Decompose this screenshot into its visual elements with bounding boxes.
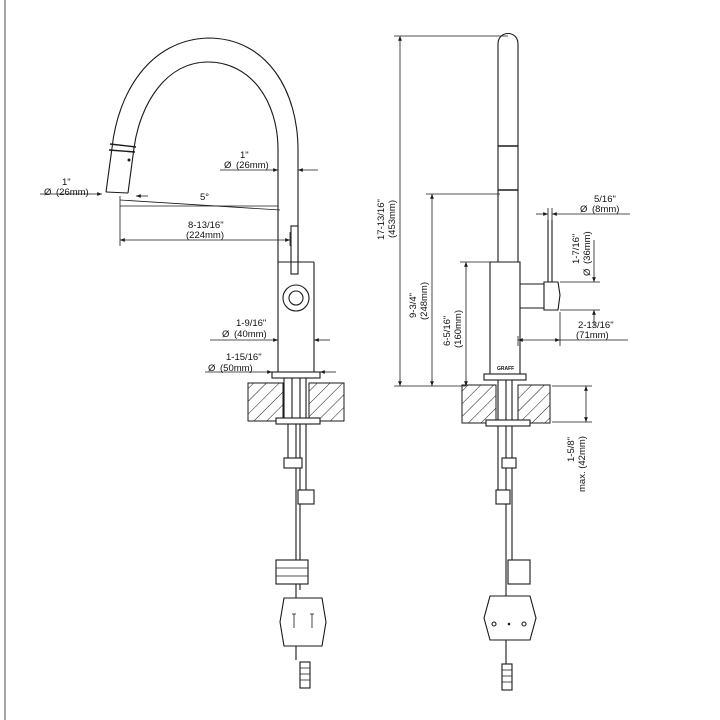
side-weight-dot <box>507 622 511 626</box>
side-bottom-fitting <box>501 663 513 691</box>
side-lever-stem <box>547 220 553 282</box>
side-connector-1 <box>501 457 517 469</box>
front-bottom-fitting <box>299 661 311 689</box>
label-lever-diameter-symbol: Ø <box>582 268 593 276</box>
front-connector-2 <box>297 489 315 505</box>
front-lever-stick <box>290 225 299 275</box>
label-body-height-metric: (160mm) <box>453 310 464 348</box>
front-spray-dot <box>127 158 131 162</box>
side-bottom-threads <box>502 669 512 683</box>
front-weight <box>279 597 327 647</box>
label-tube-diameter-metric: (26mm) <box>236 160 269 171</box>
label-spray-diameter-value: 1" <box>62 177 71 188</box>
label-spout-height-value: 9-3/4" <box>408 293 419 318</box>
side-weight-hole-right <box>521 621 527 627</box>
front-shank <box>283 378 307 420</box>
front-valve-lines <box>276 567 308 577</box>
label-tube-diameter-symbol: Ø <box>224 160 232 171</box>
label-spray-diameter-symbol: Ø <box>44 187 52 198</box>
side-spout <box>497 32 519 262</box>
front-lever-hub-inner <box>288 290 304 306</box>
side-view: GRAFF <box>376 32 630 691</box>
side-base <box>483 373 527 381</box>
label-deck-thickness-value: 1-5/8" <box>566 437 577 462</box>
side-weight-hole-left <box>491 621 497 627</box>
label-total-height-value: 17-13/16" <box>376 199 387 240</box>
label-base-diameter-value: 1-15/16" <box>226 352 262 363</box>
front-deck-right <box>308 382 345 422</box>
front-bottom-threads <box>300 667 310 681</box>
label-body-diameter-metric: (40mm) <box>234 329 267 340</box>
side-body <box>489 261 521 374</box>
front-spout-outer <box>105 37 299 262</box>
label-angle: 5° <box>200 192 209 203</box>
front-base <box>271 371 321 379</box>
label-handle-diameter-symbol: Ø <box>580 204 588 215</box>
label-reach-value: 8-13/16" <box>188 220 224 231</box>
front-spout-inner <box>127 61 279 262</box>
side-weight <box>483 595 537 641</box>
label-handle-diameter-value: 5/16" <box>594 194 616 205</box>
label-base-diameter-metric: (50mm) <box>220 363 253 374</box>
front-view: 1" Ø (26mm) 1" Ø (26mm) 5° 8-13/16" (224… <box>40 37 345 689</box>
label-lever-reach-metric: (71mm) <box>576 330 609 341</box>
side-valve <box>507 559 531 585</box>
label-base-diameter-symbol: Ø <box>208 363 216 374</box>
side-lever-arm <box>520 283 546 309</box>
side-spout-band <box>498 145 518 191</box>
label-body-diameter-symbol: Ø <box>222 329 230 340</box>
label-total-height-metric: (453mm) <box>387 200 398 238</box>
front-body <box>277 261 315 372</box>
side-lever-knob <box>543 281 561 311</box>
label-spout-height-metric: (248mm) <box>419 282 430 320</box>
side-brand-mark: GRAFF <box>497 366 514 372</box>
side-connector-2 <box>495 489 511 505</box>
label-reach-metric: (224mm) <box>186 230 224 241</box>
side-shank <box>497 380 513 424</box>
label-body-diameter-value: 1-9/16" <box>236 318 266 329</box>
label-deck-thickness-metric: max. (42mm) <box>577 436 588 492</box>
front-spray-band <box>108 143 137 153</box>
label-tube-diameter-value: 1" <box>240 150 249 161</box>
label-lever-diameter-metric: (36mm) <box>582 231 593 264</box>
front-deck-left <box>247 382 284 422</box>
label-lever-reach-value: 2-13/16" <box>578 320 614 331</box>
front-weight-marks <box>292 613 314 628</box>
front-hose <box>287 424 307 660</box>
label-handle-diameter-metric: (8mm) <box>592 204 619 215</box>
front-nut <box>275 417 321 425</box>
front-spray-head <box>105 191 129 194</box>
label-spray-diameter-metric: (26mm) <box>56 187 89 198</box>
front-valve <box>275 559 309 585</box>
front-connector-1 <box>283 457 303 469</box>
side-nut <box>485 419 531 427</box>
label-lever-diameter-value: 1-7/16" <box>571 234 582 264</box>
label-body-height-value: 6-5/16" <box>442 316 453 346</box>
side-deck-right <box>517 384 551 424</box>
side-deck-left <box>461 384 497 424</box>
